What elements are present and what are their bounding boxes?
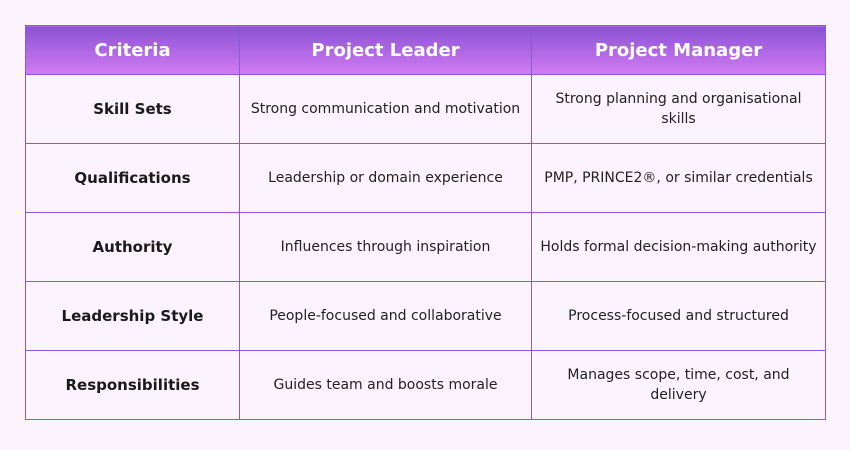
comparison-table: Criteria Project Leader Project Manager …: [25, 25, 826, 420]
leader-cell: Leadership or domain experience: [239, 143, 532, 213]
leader-cell: Influences through inspiration: [239, 212, 532, 282]
header-criteria: Criteria: [25, 25, 240, 75]
leader-cell: Strong communication and motivation: [239, 74, 532, 144]
header-row: Criteria Project Leader Project Manager: [25, 25, 826, 75]
table-row: Authority Influences through inspiration…: [25, 212, 826, 282]
table-row: Leadership Style People-focused and coll…: [25, 281, 826, 351]
manager-cell: Manages scope, time, cost, and delivery: [531, 350, 826, 420]
leader-cell: People-focused and collaborative: [239, 281, 532, 351]
criteria-cell: Leadership Style: [25, 281, 240, 351]
table-row: Skill Sets Strong communication and moti…: [25, 74, 826, 144]
leader-cell: Guides team and boosts morale: [239, 350, 532, 420]
criteria-cell: Authority: [25, 212, 240, 282]
manager-cell: Process-focused and structured: [531, 281, 826, 351]
header-project-leader: Project Leader: [239, 25, 532, 75]
header-project-manager: Project Manager: [531, 25, 826, 75]
criteria-cell: Responsibilities: [25, 350, 240, 420]
manager-cell: Strong planning and organisational skill…: [531, 74, 826, 144]
manager-cell: PMP, PRINCE2®, or similar credentials: [531, 143, 826, 213]
manager-cell: Holds formal decision-making authority: [531, 212, 826, 282]
table-row: Qualifications Leadership or domain expe…: [25, 143, 826, 213]
criteria-cell: Qualifications: [25, 143, 240, 213]
table-row: Responsibilities Guides team and boosts …: [25, 350, 826, 420]
criteria-cell: Skill Sets: [25, 74, 240, 144]
